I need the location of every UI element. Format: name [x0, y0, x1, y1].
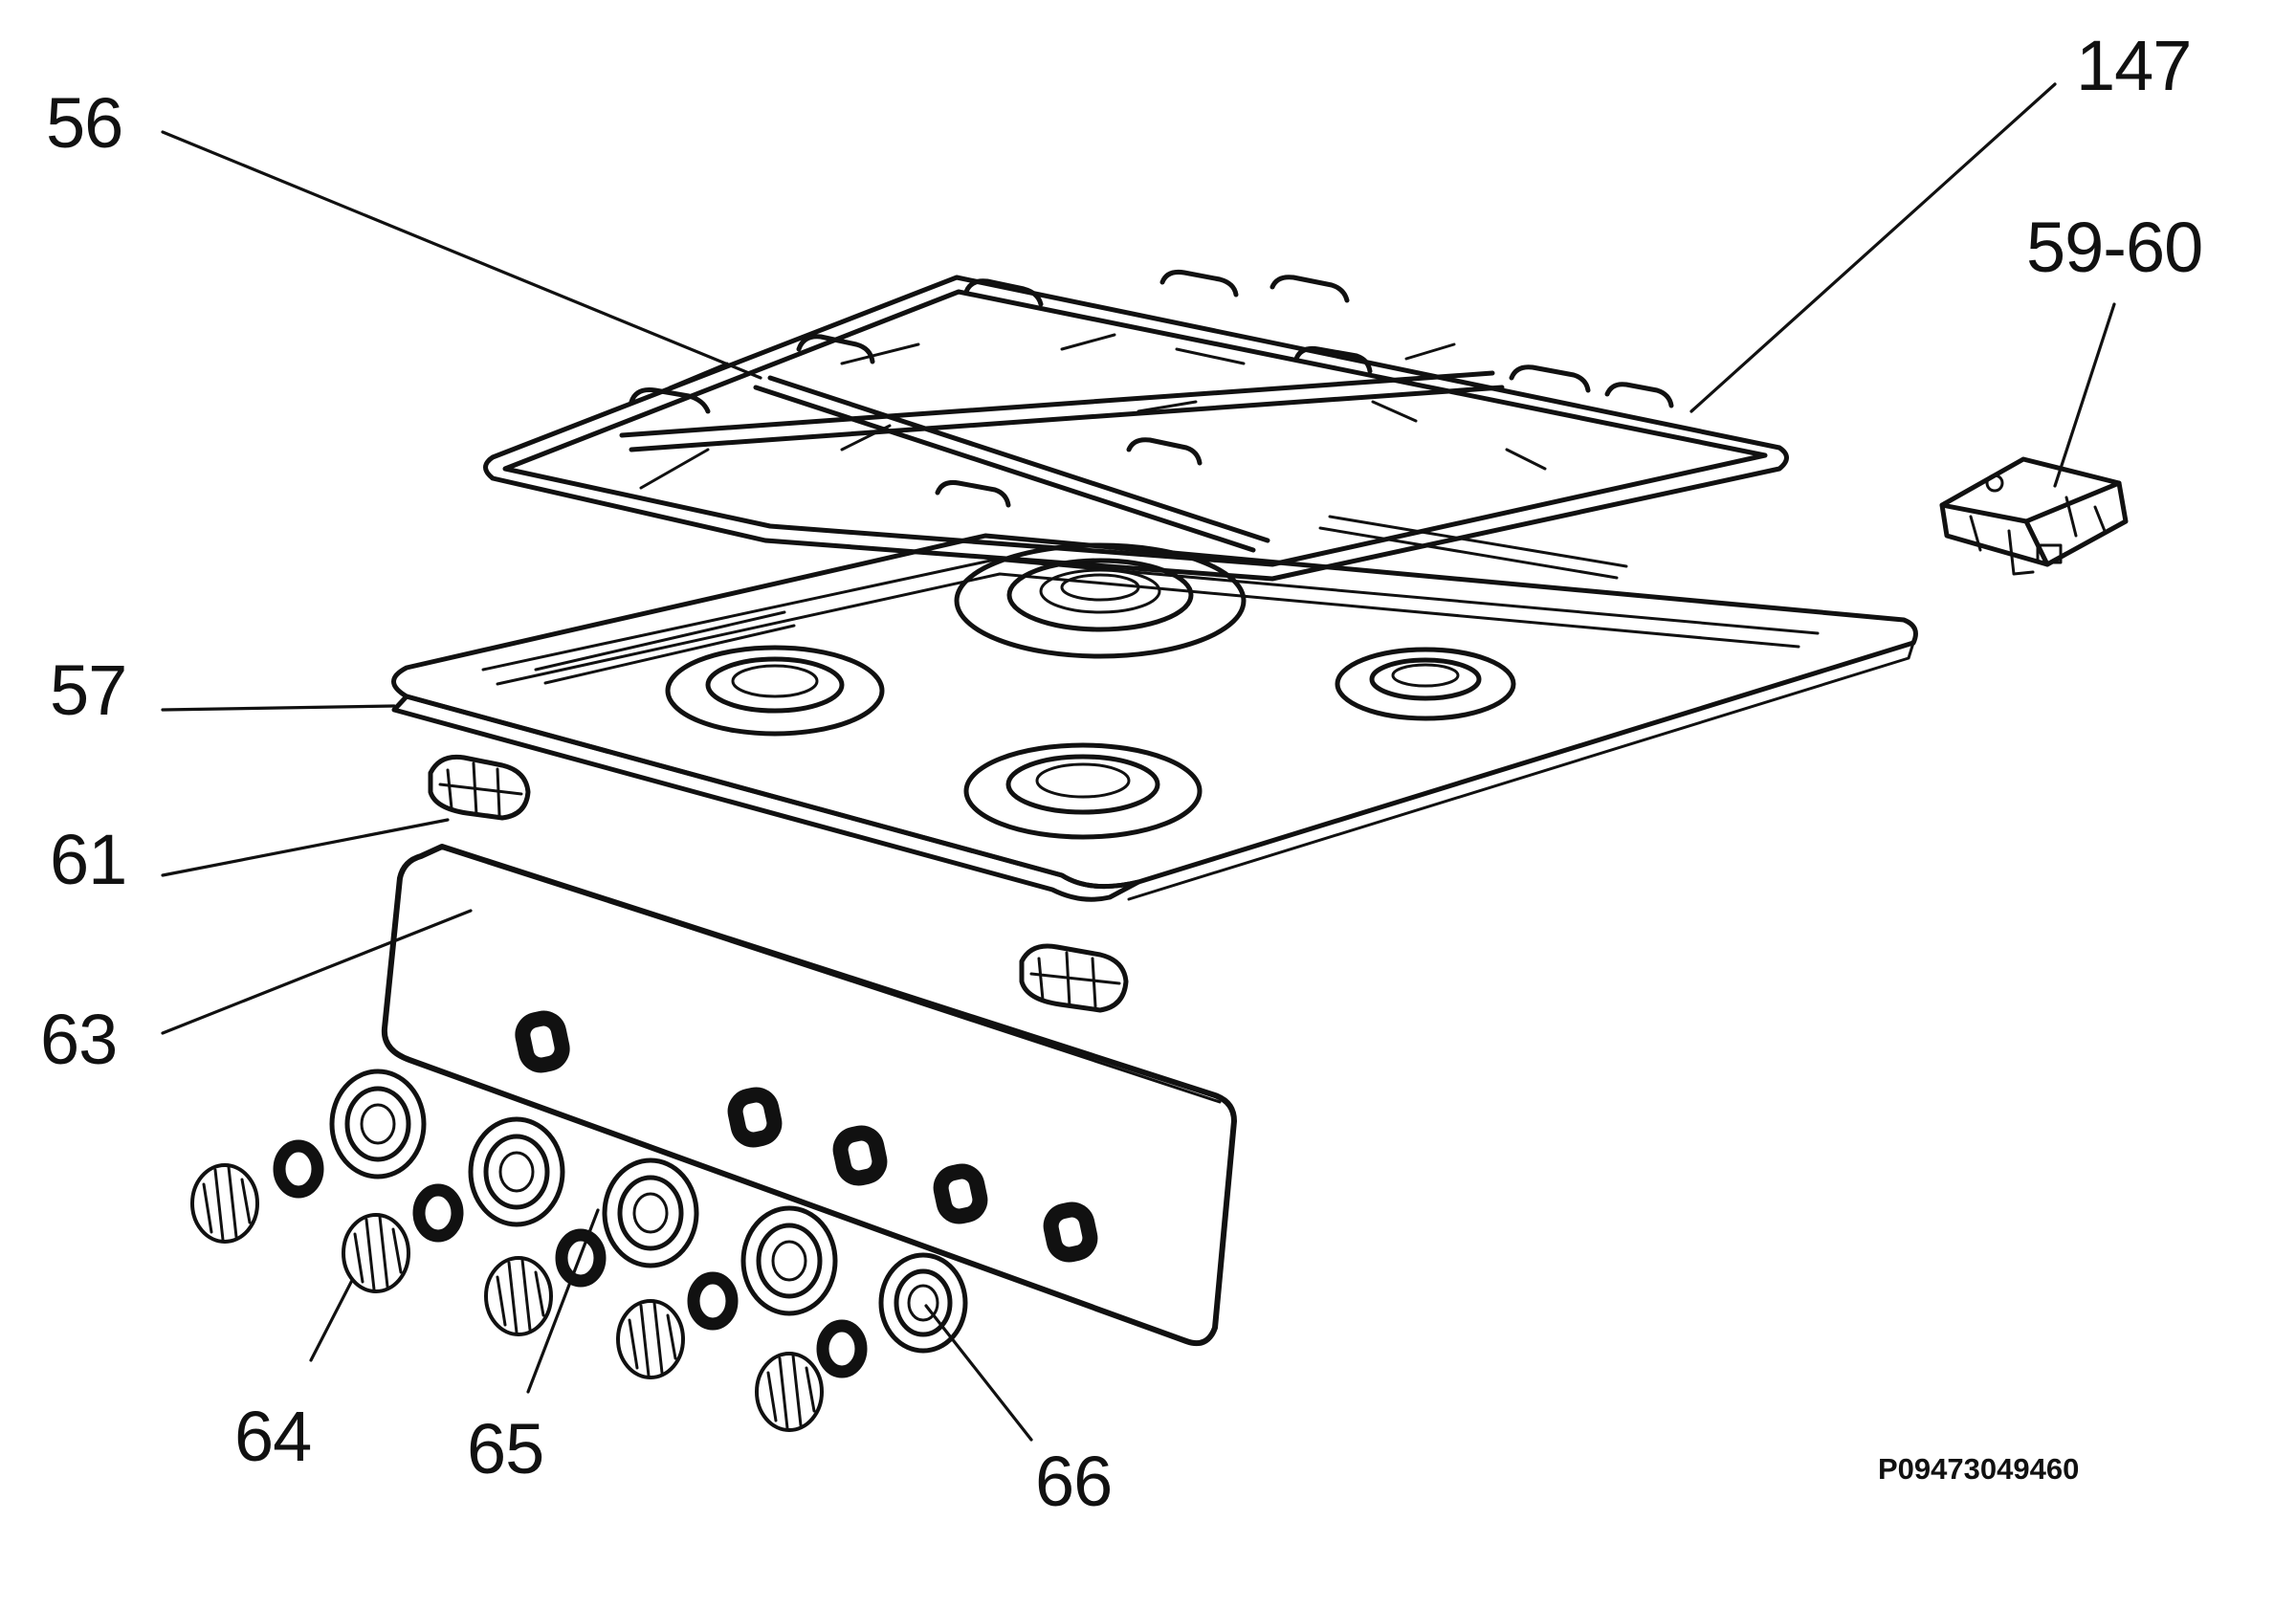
leader-63 [161, 909, 473, 1035]
burner-rear-center [954, 542, 1247, 659]
burner-front [963, 742, 1203, 840]
callout-61: 61 [50, 820, 127, 899]
callout-59-60: 59-60 [2026, 208, 2203, 287]
leader-56 [161, 130, 762, 380]
callout-56: 56 [46, 83, 123, 163]
burner-right [1335, 647, 1516, 721]
knob-assemblies [190, 1069, 968, 1432]
knob-washers [273, 1139, 868, 1378]
burner-left [665, 645, 885, 737]
hob-vent-slots [534, 515, 1628, 685]
grid-prongs [629, 270, 1674, 508]
bezel-rings [329, 1069, 968, 1354]
leader-lines [161, 82, 2116, 1442]
control-panel [381, 844, 1237, 1347]
document-id: P09473049460 [1878, 1452, 2080, 1486]
pan-support-grid [483, 270, 1789, 582]
callout-65: 65 [467, 1409, 544, 1488]
panel-knob-holes [515, 1010, 1098, 1263]
hob-right-edge [1127, 641, 1915, 901]
callout-63: 63 [40, 1000, 118, 1079]
grid-center-bar [619, 370, 1505, 452]
leader-59-60 [2053, 302, 2116, 488]
control-knobs [190, 1163, 824, 1432]
callout-57: 57 [50, 650, 127, 730]
grid-cross-bar [753, 375, 1270, 553]
leader-147 [1689, 82, 2057, 413]
hob-top-plate [391, 515, 1918, 902]
grid-outer-frame [483, 275, 1789, 582]
callout-66: 66 [1035, 1442, 1113, 1521]
hinge-clip-left [428, 754, 531, 821]
leader-57 [161, 704, 396, 712]
spark-generator [1939, 456, 2129, 576]
leader-66 [924, 1304, 1033, 1442]
hinge-clip-right [1019, 943, 1129, 1013]
leader-61 [161, 818, 450, 877]
callout-147: 147 [2076, 26, 2192, 105]
callout-64: 64 [234, 1397, 312, 1476]
grid-inner-frame [502, 289, 1768, 567]
